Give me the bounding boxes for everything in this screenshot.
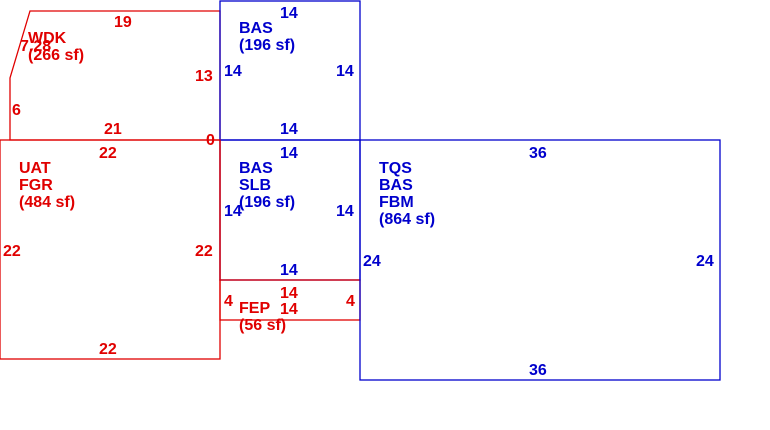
bas2-left-dimension: 14 <box>224 203 242 220</box>
fep-left-dimension: 4 <box>224 293 233 310</box>
bas2-top-dimension: 14 <box>280 145 298 162</box>
uat-area-label: UAT FGR (484 sf) <box>19 160 75 211</box>
bas2-right-dimension: 14 <box>336 203 354 220</box>
wdk-diagonal-dimension: 7.28 <box>20 38 51 55</box>
fep-top-dimension: 14 <box>280 285 298 302</box>
fep-bottom-dimension: 14 <box>280 301 298 318</box>
wdk-top-dimension: 19 <box>114 14 132 31</box>
fep-right-dimension: 4 <box>346 293 355 310</box>
bas2-area-label: BAS SLB (196 sf) <box>239 160 295 211</box>
tqs-outline <box>359 139 721 381</box>
tqs-bottom-dimension: 36 <box>529 362 547 379</box>
wdk-left-dimension: 6 <box>12 102 21 119</box>
tqs-right-dimension: 24 <box>696 253 714 270</box>
uat-top-dimension: 22 <box>99 145 117 162</box>
tqs-area-label: TQS BAS FBM (864 sf) <box>379 160 435 228</box>
uat-right-dimension: 22 <box>195 243 213 260</box>
bas1-bottom-dimension: 14 <box>280 121 298 138</box>
tqs-top-dimension: 36 <box>529 145 547 162</box>
wdk-bottom-dimension: 21 <box>104 121 122 138</box>
bas2-bottom-dimension: 14 <box>280 262 298 279</box>
wdk-area-label: WDK (266 sf) <box>28 30 84 64</box>
tqs-left-dimension: 24 <box>363 253 381 270</box>
uat-left-dimension: 22 <box>3 243 21 260</box>
bas1-area-label: BAS (196 sf) <box>239 20 295 54</box>
bas1-right-dimension: 14 <box>336 63 354 80</box>
uat-bottom-dimension: 22 <box>99 341 117 358</box>
fep-area-label: FEP (56 sf) <box>239 300 286 334</box>
wdk-right-dimension: 13 <box>195 68 213 85</box>
bas1-left-dimension: 14 <box>224 63 242 80</box>
bas1-top-dimension: 14 <box>280 5 298 22</box>
zero-dimension: 0 <box>206 132 215 149</box>
